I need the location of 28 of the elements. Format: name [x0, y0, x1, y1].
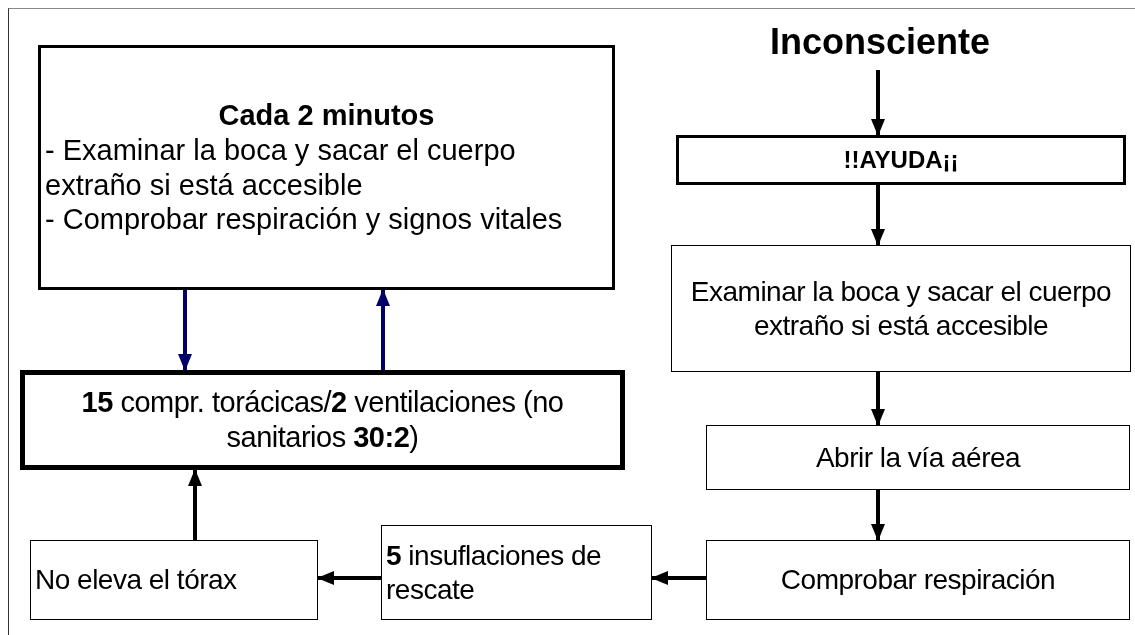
arrow [651, 571, 706, 585]
process-box [706, 540, 1130, 620]
arrow [871, 372, 885, 426]
box-text: !!AYUDA¡¡ [843, 145, 959, 175]
process-box [381, 525, 652, 620]
box-text: - Examinar la boca y sacar el cuerpo extraño si está accesible [45, 132, 517, 203]
box-text: No eleva el tórax [35, 563, 238, 597]
process-box [20, 370, 625, 470]
arrow [376, 289, 390, 370]
arrow [871, 185, 885, 246]
process-box [671, 245, 1131, 372]
arrow [188, 469, 202, 540]
process-box [676, 135, 1126, 185]
box-text: - Comprobar respiración y signos vitales [45, 202, 564, 238]
box-text: 5 insuflaciones de rescate [386, 538, 603, 607]
arrow [178, 290, 192, 371]
process-box [38, 45, 615, 290]
process-box [30, 540, 318, 620]
start-label: Inconsciente [769, 20, 991, 64]
arrow [871, 70, 885, 136]
box-heading: Cada 2 minutos [217, 97, 436, 133]
box-text: Comprobar respiración [780, 563, 1056, 597]
box-text: 15 compr. torácicas/2 ventilaciones (no sanitarios 30:2) [80, 385, 565, 455]
arrow [317, 571, 381, 585]
arrow [871, 490, 885, 541]
process-box [706, 425, 1130, 490]
box-text: Examinar la boca y sacar el cuerpo extraño si está accesible [689, 274, 1113, 343]
box-text: Abrir la vía aérea [815, 440, 1021, 475]
